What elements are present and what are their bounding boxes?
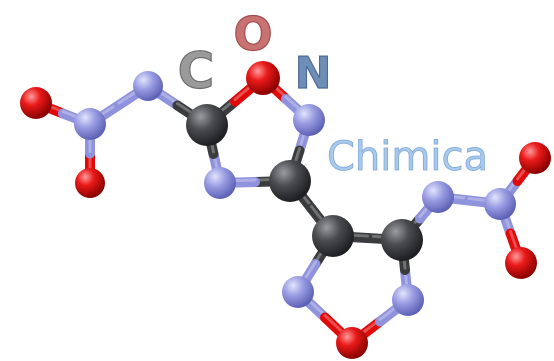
nitrogen-atom bbox=[484, 188, 516, 220]
nitrogen-atom bbox=[204, 167, 236, 199]
carbon-atom bbox=[186, 104, 228, 146]
nitrogen-atom bbox=[293, 104, 325, 136]
carbon-atom bbox=[312, 215, 354, 257]
carbon-atom bbox=[269, 160, 311, 202]
oxygen-atom bbox=[246, 61, 280, 95]
oxygen-atom bbox=[336, 327, 368, 359]
nitrogen-atom bbox=[282, 276, 314, 308]
logo-word-chimica: Chimica bbox=[327, 134, 488, 180]
molecule-atoms bbox=[20, 61, 551, 359]
oxygen-atom bbox=[505, 247, 537, 279]
logo-letter-n: N bbox=[295, 48, 332, 99]
oxygen-atom bbox=[20, 87, 52, 119]
logo-letter-c: C bbox=[178, 42, 215, 100]
nitrogen-atom bbox=[133, 71, 163, 101]
nitrogen-atom bbox=[74, 108, 106, 140]
logo-letters: C O N bbox=[177, 6, 332, 100]
oxygen-atom bbox=[519, 142, 551, 174]
nitrogen-atom bbox=[392, 284, 424, 316]
nitrogen-atom bbox=[422, 181, 454, 213]
oxygen-atom bbox=[75, 168, 105, 198]
logo-letter-o: O bbox=[233, 7, 272, 61]
carbon-atom bbox=[381, 219, 423, 261]
molecule-bonds bbox=[31, 73, 540, 348]
